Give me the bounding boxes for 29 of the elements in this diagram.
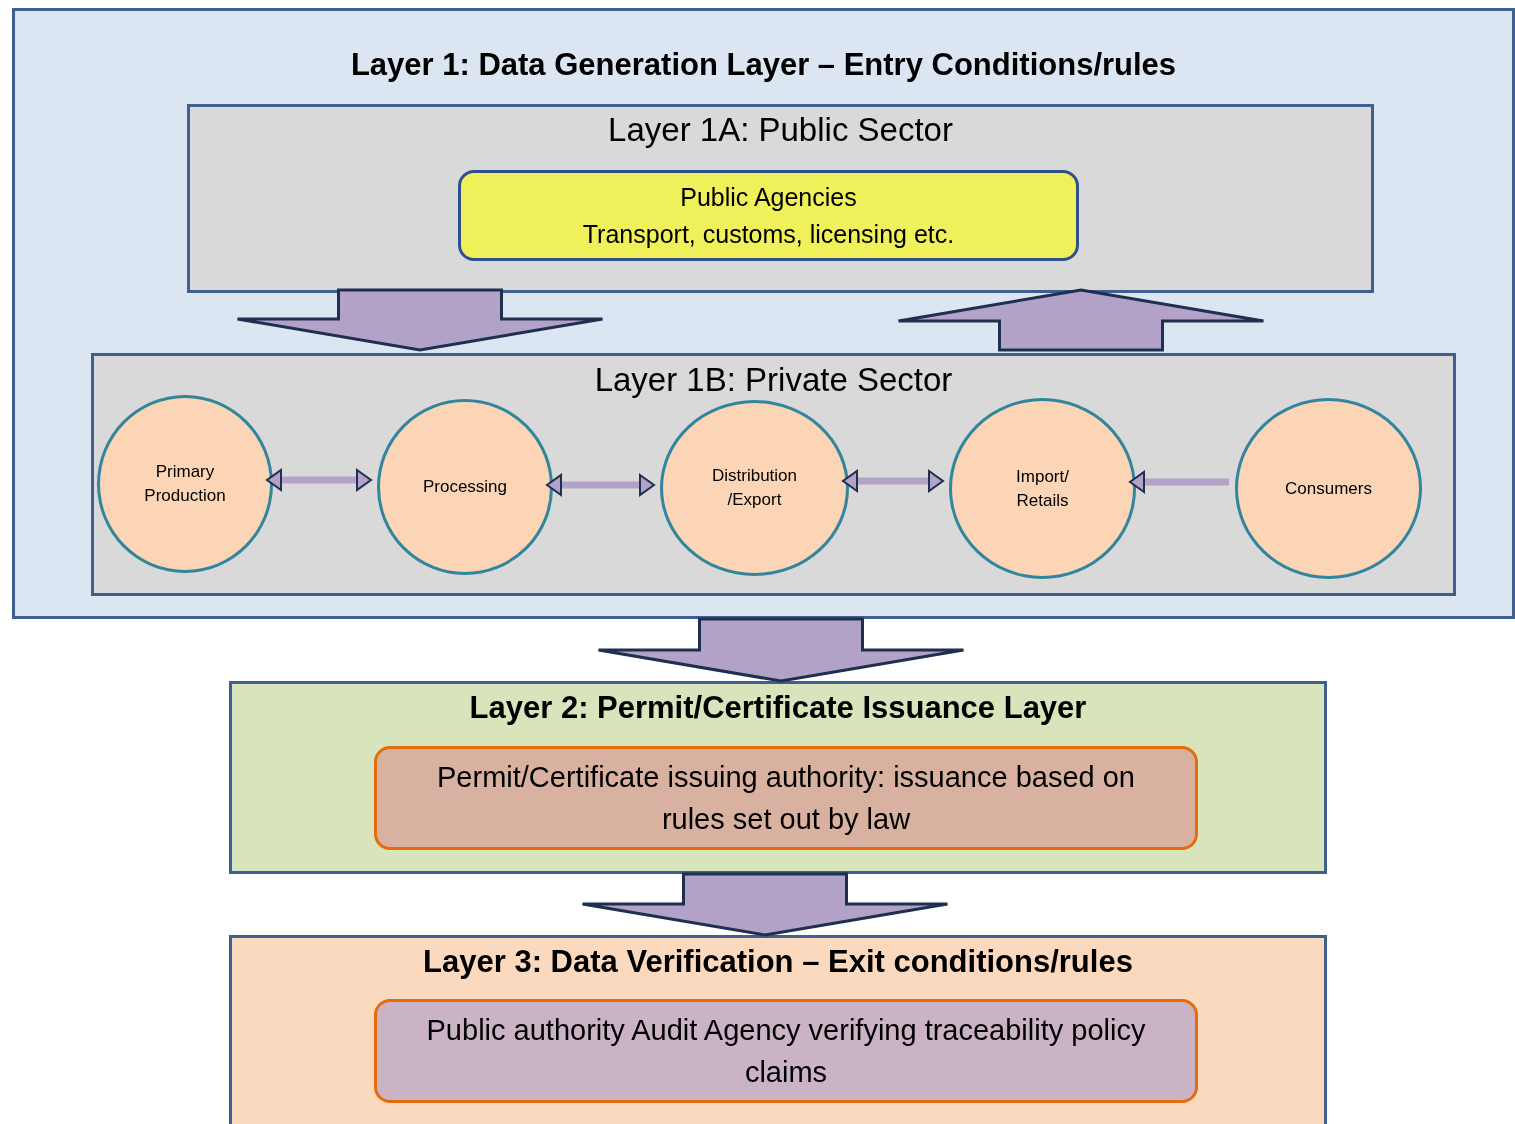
double-line-arrow <box>842 470 944 492</box>
panel-title: Layer 3: Data Verification – Exit conditions/rules <box>422 944 1134 980</box>
circle-label: Consumers <box>1285 477 1372 500</box>
box-text: Permit/Certificate issuing authority: issuance based on rules set out by law <box>436 759 1136 837</box>
block-arrow <box>236 288 604 352</box>
circle-label: Processing <box>422 476 508 498</box>
circle-label: Primary Production <box>143 461 227 507</box>
box-text: Public authority Audit Agency verifying traceability policy claims <box>425 1012 1147 1090</box>
box-text: Transport, customs, licensing etc. <box>582 218 955 250</box>
block-arrow <box>897 288 1265 352</box>
double-line-arrow <box>546 474 655 496</box>
block-arrow <box>597 617 965 683</box>
layer-panel <box>12 8 1515 619</box>
layer-panel <box>229 681 1327 874</box>
double-line-arrow <box>266 469 372 491</box>
authority-box <box>374 746 1198 850</box>
circle-label: Import/ Retails <box>1015 465 1070 512</box>
audit-box <box>374 999 1198 1103</box>
panel-title: Layer 2: Permit/Certificate Issuance Layer <box>468 690 1088 726</box>
agency-box <box>458 170 1079 261</box>
circle-label: Distribution /Export <box>710 465 798 511</box>
block-arrow <box>581 872 949 937</box>
panel-title: Layer 1A: Public Sector <box>607 111 954 149</box>
sector-panel <box>187 104 1374 293</box>
panel-title: Layer 1: Data Generation Layer – Entry Conditions/rules <box>349 47 1178 83</box>
box-heading: Public Agencies <box>680 182 857 214</box>
panel-title: Layer 1B: Private Sector <box>593 361 954 399</box>
sector-panel <box>91 353 1456 596</box>
layer-panel <box>229 935 1327 1124</box>
